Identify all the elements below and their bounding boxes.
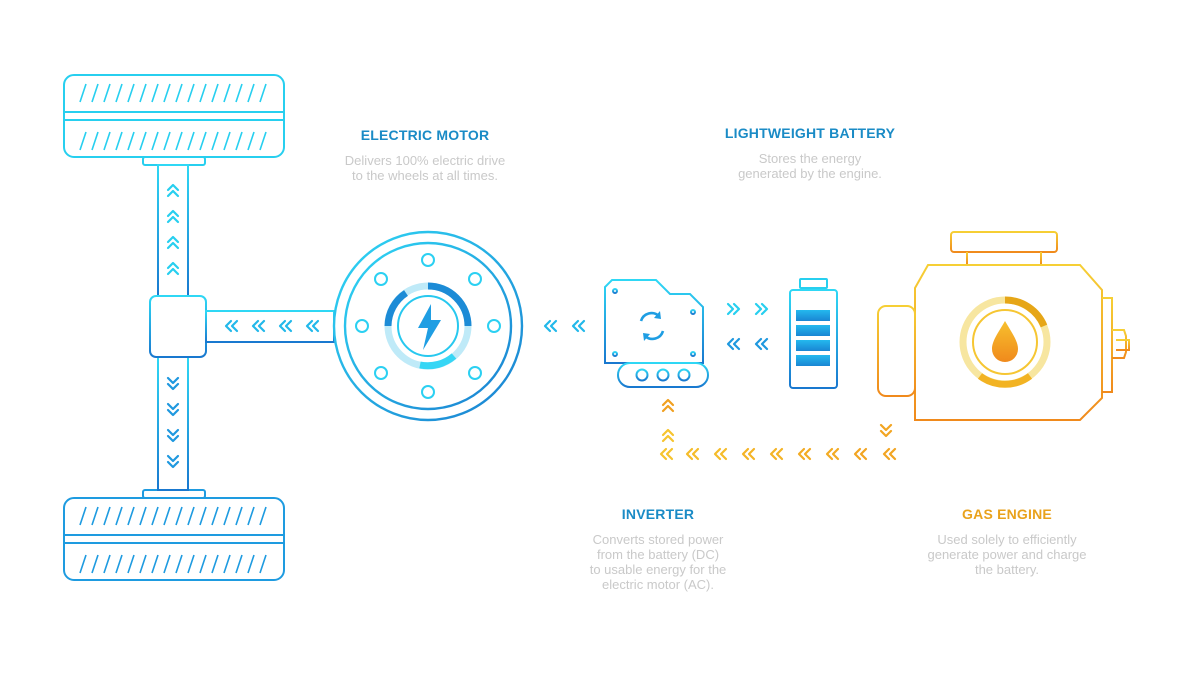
bottom-wheel-icon [63, 489, 285, 581]
inverter-battery-arrows-icon [726, 302, 769, 351]
gas-engine-label: GAS ENGINE Used solely to efficiently ge… [890, 506, 1124, 577]
electric-motor-label: ELECTRIC MOTOR Delivers 100% electric dr… [295, 127, 555, 183]
electric-motor-icon [332, 230, 524, 422]
inverter-label: INVERTER Converts stored power from the … [548, 506, 768, 592]
shaft-left-arrows-icon [224, 319, 320, 333]
motor-inverter-arrows-icon [543, 319, 586, 333]
axle-up-arrows-icon [166, 183, 180, 276]
engine-down-arrows-icon [879, 423, 893, 438]
battery-desc: Stores the energy generated by the engin… [738, 151, 882, 181]
battery-label: LIGHTWEIGHT BATTERY Stores the energy ge… [690, 125, 930, 181]
inverter-desc: Converts stored power from the battery (… [589, 532, 727, 592]
electric-motor-title: ELECTRIC MOTOR [360, 127, 490, 143]
axle-down-arrows-icon [166, 376, 180, 469]
fuel-path-left-arrows-icon [659, 447, 897, 461]
top-wheel-icon [63, 74, 285, 166]
battery-title: LIGHTWEIGHT BATTERY [724, 125, 896, 141]
fuel-drop-icon [992, 321, 1018, 362]
gas-engine-icon [877, 231, 1130, 421]
inverter-icon [604, 279, 709, 388]
battery-icon [789, 278, 838, 389]
inverter-up-arrows-icon [661, 398, 675, 443]
electric-motor-desc: Delivers 100% electric drive to the whee… [344, 153, 506, 183]
lightning-bolt-icon [418, 304, 441, 350]
gas-engine-title: GAS ENGINE [962, 506, 1052, 522]
axle-icon [149, 164, 335, 491]
gas-engine-desc: Used solely to efficiently generate powe… [927, 532, 1087, 577]
inverter-title: INVERTER [621, 506, 695, 522]
